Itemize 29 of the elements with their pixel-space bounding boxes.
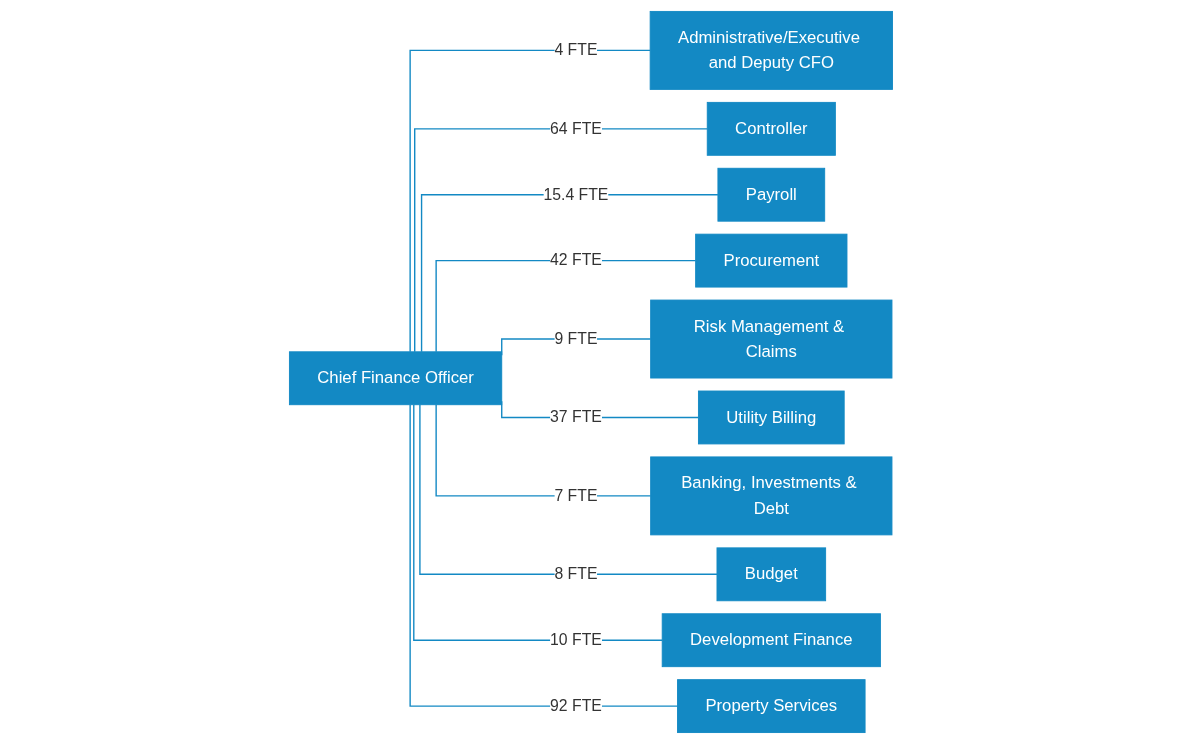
edge-label: 9 FTE	[554, 330, 598, 348]
node-box: Chief Finance Officer	[289, 351, 503, 406]
connector	[419, 404, 718, 575]
edge-label: 92 FTE	[550, 697, 602, 715]
connector	[414, 128, 708, 353]
edge-label: 37 FTE	[550, 408, 602, 427]
node-box: Budget	[716, 547, 827, 602]
connector	[409, 49, 651, 353]
edge-label: 8 FTE	[554, 565, 598, 583]
connector	[413, 404, 663, 641]
node-box: Controller	[706, 101, 836, 156]
node-box: Property Services	[677, 679, 866, 734]
node-box: Utility Billing	[698, 390, 845, 445]
edge-label: 42 FTE	[550, 251, 602, 270]
node-box: Payroll	[717, 167, 826, 222]
edge-label: 4 FTE	[554, 41, 598, 59]
node-box: Procurement	[695, 233, 848, 288]
node-box: Administrative/Executive and Deputy CFO	[649, 10, 893, 90]
edge-label: 15.4 FTE	[543, 185, 609, 204]
node-box: Risk Management & Claims	[650, 299, 893, 379]
connector	[435, 259, 697, 353]
node-box: Banking, Investments & Debt	[650, 456, 893, 536]
edge-label: 7 FTE	[554, 486, 598, 505]
edge-label: 64 FTE	[550, 119, 602, 138]
connector	[409, 404, 679, 707]
node-box: Development Finance	[661, 613, 881, 668]
edge-label: 10 FTE	[550, 631, 602, 649]
connector	[435, 404, 652, 497]
connector	[420, 194, 719, 353]
